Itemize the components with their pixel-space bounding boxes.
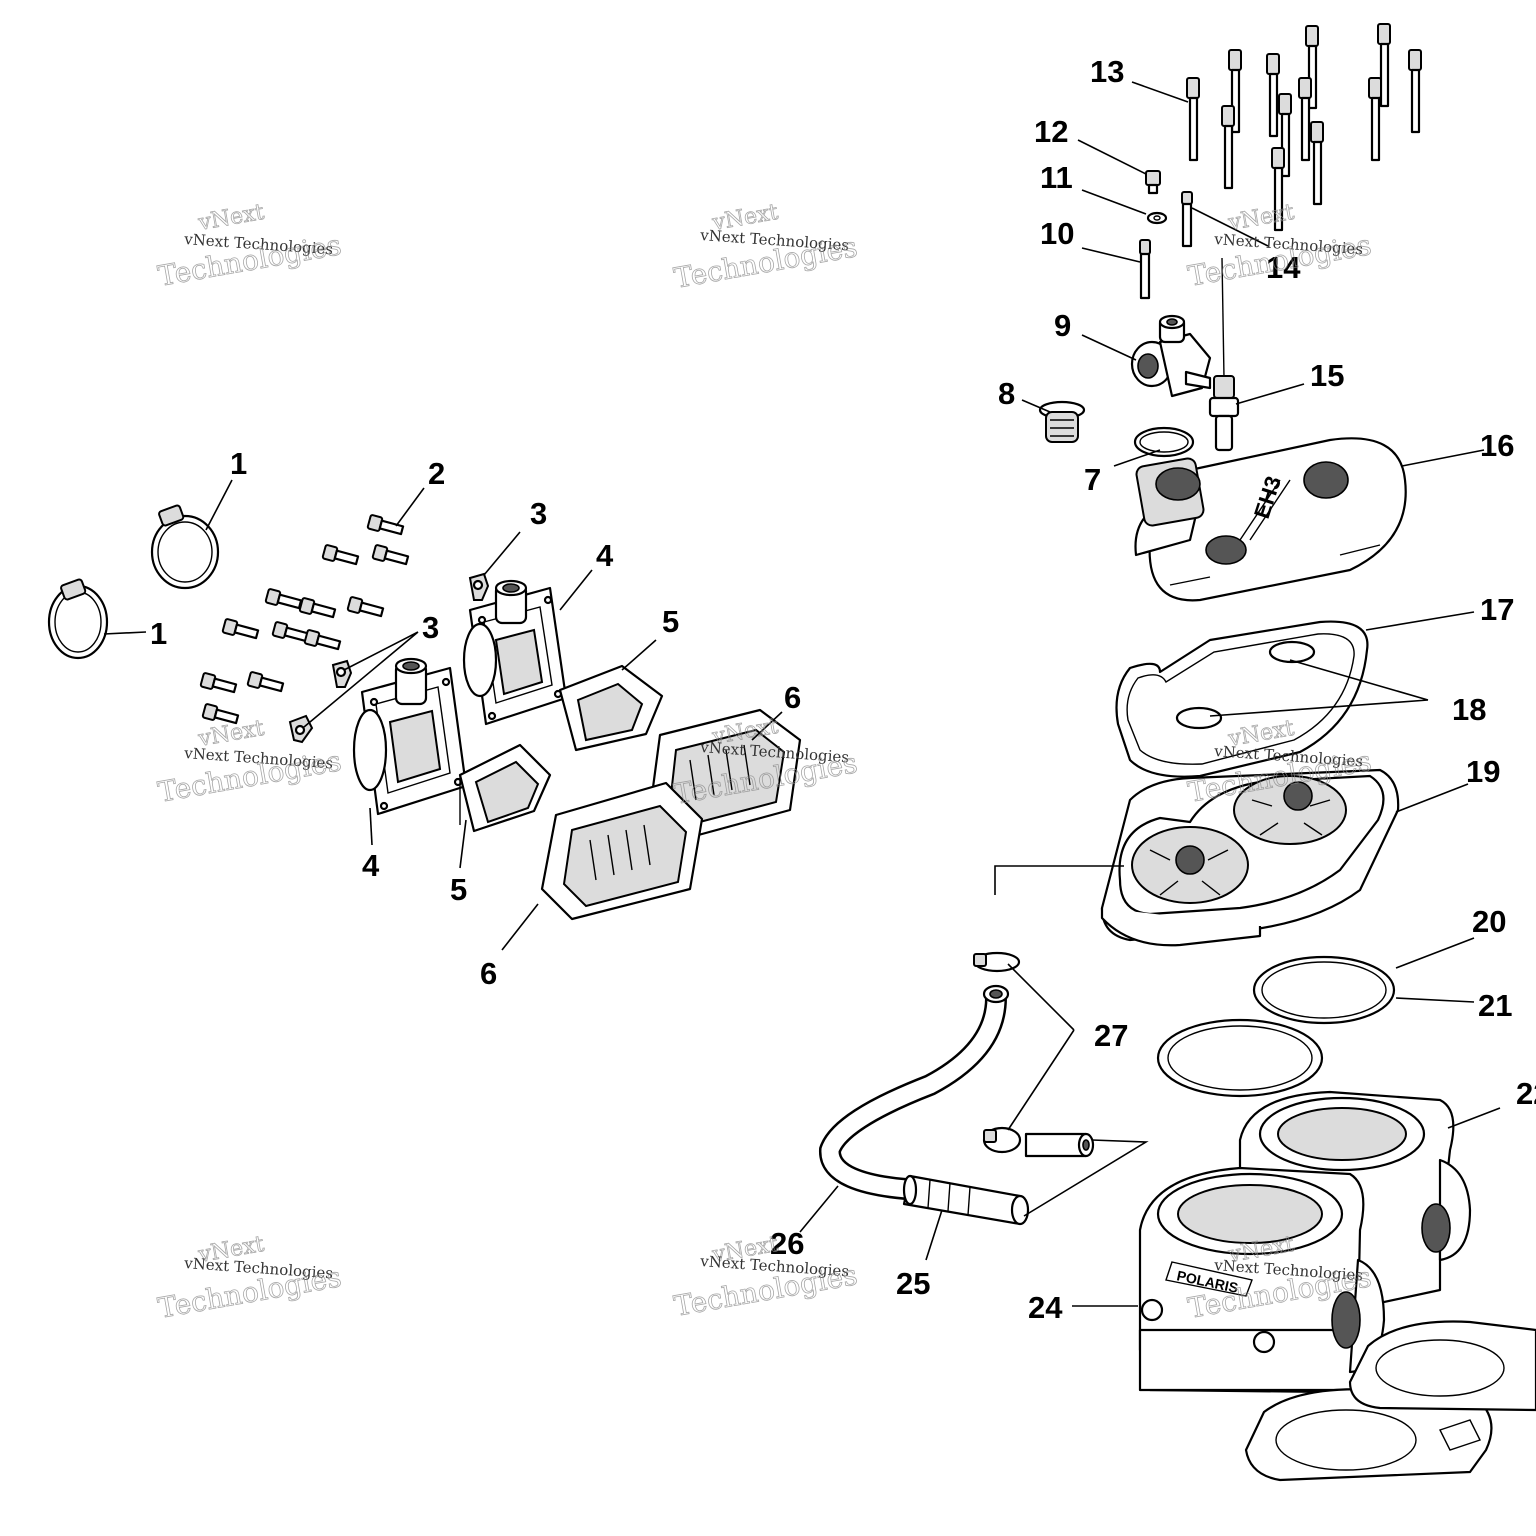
callout-labels: 1 1 2 3 3 4 4 5 5 6 6 7 8 9 10 11 12 13 … bbox=[150, 54, 1536, 1325]
callout-24: 24 bbox=[1028, 1290, 1063, 1325]
thermostat bbox=[1038, 400, 1086, 443]
callout-22: 22 bbox=[1516, 1076, 1536, 1111]
callout-1-upper: 1 bbox=[230, 446, 247, 481]
callout-27: 27 bbox=[1094, 1018, 1128, 1053]
hose-connector bbox=[902, 1174, 1030, 1226]
washer bbox=[1146, 211, 1168, 225]
hose-connector-small bbox=[982, 1126, 1095, 1158]
callout-26: 26 bbox=[770, 1226, 804, 1261]
cylinder-head bbox=[1100, 768, 1400, 947]
callout-2: 2 bbox=[428, 456, 445, 491]
thermostat-housing bbox=[1130, 314, 1212, 398]
callout-5-upper: 5 bbox=[662, 604, 679, 639]
watermark-mid-left: vNext vNext Technologies Technologies bbox=[155, 715, 344, 809]
head-bolts bbox=[1186, 23, 1422, 232]
line-clips bbox=[288, 572, 490, 744]
cylinder-front: POLARIS bbox=[1138, 1166, 1386, 1394]
base-gasket-20 bbox=[1252, 955, 1396, 1025]
callout-18: 18 bbox=[1452, 692, 1486, 727]
reed-stuffer-rear bbox=[558, 664, 664, 752]
intake-adapter-front bbox=[352, 657, 468, 816]
reed-stuffer-front bbox=[458, 743, 552, 833]
callout-9: 9 bbox=[1054, 308, 1071, 343]
callout-1-lower: 1 bbox=[150, 616, 167, 651]
hose-clamp-small-upper bbox=[973, 951, 1021, 973]
cylinder-head-cover: EH3 bbox=[1134, 437, 1407, 602]
callout-6-upper: 6 bbox=[784, 680, 801, 715]
callout-5-lower: 5 bbox=[450, 872, 467, 907]
callout-17: 17 bbox=[1480, 592, 1514, 627]
leader-lines bbox=[103, 81, 1501, 1307]
callout-10: 10 bbox=[1040, 216, 1074, 251]
watermark-bottom-left: vNext vNext Technologies Technologies bbox=[155, 1231, 344, 1325]
callout-15: 15 bbox=[1310, 358, 1344, 393]
callout-4-upper: 4 bbox=[596, 538, 614, 573]
intake-adapter-rear bbox=[462, 579, 568, 726]
callout-14: 14 bbox=[1266, 250, 1301, 285]
cylinder-base-gasket-lower bbox=[1244, 1388, 1493, 1482]
callout-13: 13 bbox=[1090, 54, 1124, 89]
watermark-top-center: vNext vNext Technologies Technologies bbox=[671, 199, 860, 295]
cylinder-base-gasket-upper bbox=[1348, 1320, 1536, 1412]
hose-clamp-upper bbox=[150, 504, 220, 590]
head-o-ring-rear bbox=[1268, 640, 1316, 664]
temperature-sensor bbox=[1208, 257, 1240, 452]
callout-12: 12 bbox=[1034, 114, 1068, 149]
callout-25: 25 bbox=[896, 1266, 930, 1301]
reed-valve-front bbox=[540, 781, 704, 921]
callout-20: 20 bbox=[1472, 904, 1506, 939]
callout-3-upper: 3 bbox=[530, 496, 547, 531]
head-o-ring-front bbox=[1175, 706, 1223, 730]
callout-8: 8 bbox=[998, 376, 1015, 411]
watermark-bottom-center: vNext vNext Technologies Technologies bbox=[671, 1231, 860, 1323]
small-bolt bbox=[1145, 170, 1161, 195]
water-hose bbox=[819, 984, 1010, 1201]
reed-cage-bolts bbox=[199, 514, 410, 725]
hose-clamp-lower bbox=[47, 578, 109, 660]
o-ring bbox=[1133, 426, 1195, 458]
callout-6-lower: 6 bbox=[480, 956, 497, 991]
callout-4-lower: 4 bbox=[362, 848, 380, 883]
watermark-top-left: vNext vNext Technologies Technologies bbox=[155, 199, 344, 293]
callout-21: 21 bbox=[1478, 988, 1512, 1023]
callout-3-lower: 3 bbox=[422, 610, 439, 645]
callout-7: 7 bbox=[1084, 462, 1101, 497]
base-gasket-21 bbox=[1156, 1018, 1324, 1098]
callout-19: 19 bbox=[1466, 754, 1500, 789]
stud bbox=[1139, 191, 1193, 300]
callout-16: 16 bbox=[1480, 428, 1514, 463]
callout-11: 11 bbox=[1040, 160, 1073, 195]
